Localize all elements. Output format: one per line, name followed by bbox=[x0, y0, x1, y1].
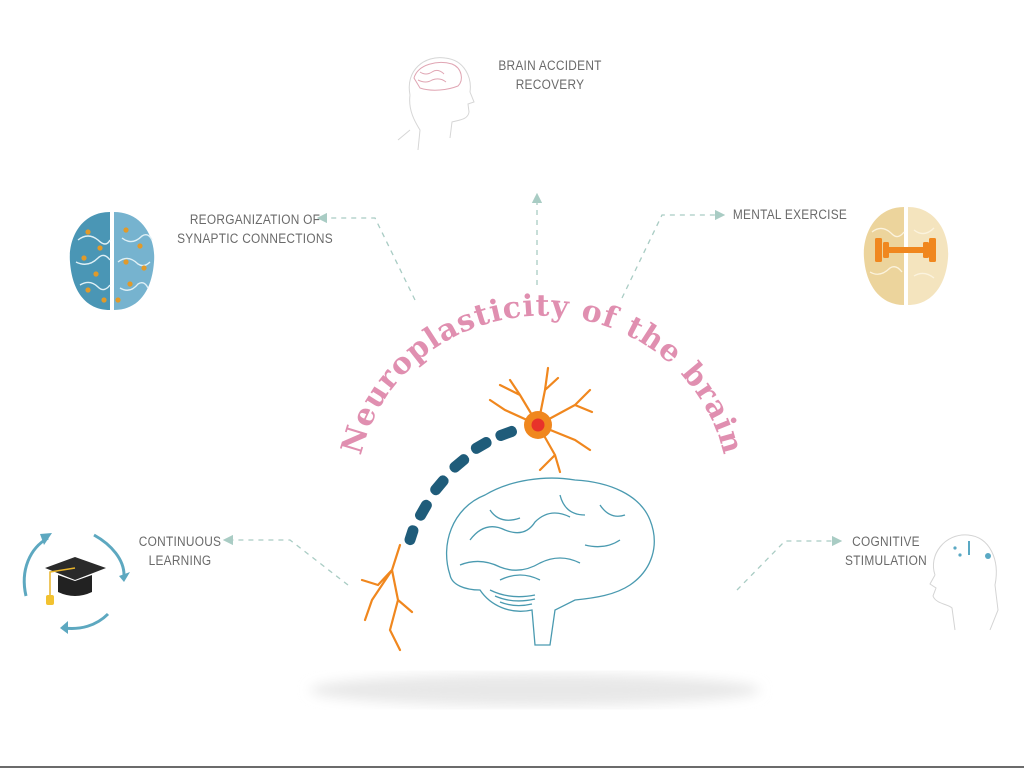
label-line: LEARNING bbox=[148, 553, 212, 568]
label-cognitive-stimulation: COGNITIVE STIMULATION bbox=[840, 532, 932, 570]
label-line: CONTINUOUS bbox=[138, 534, 222, 549]
bottom-border bbox=[0, 766, 1024, 768]
arrow-to-mental-exercise bbox=[621, 209, 726, 299]
label-line: MENTAL EXERCISE bbox=[732, 207, 848, 222]
arrow-to-reorganization bbox=[316, 212, 416, 301]
arrow-to-cognitive bbox=[736, 535, 843, 591]
label-line: REORGANIZATION OF bbox=[189, 212, 321, 227]
label-line: SYNAPTIC CONNECTIONS bbox=[177, 231, 333, 246]
label-line: RECOVERY bbox=[515, 77, 585, 92]
label-continuous-learning: CONTINUOUS LEARNING bbox=[134, 532, 226, 570]
label-mental-exercise: MENTAL EXERCISE bbox=[728, 205, 851, 224]
arrow-to-learning bbox=[222, 534, 349, 586]
label-line: COGNITIVE bbox=[852, 534, 920, 549]
label-line: BRAIN ACCIDENT bbox=[498, 58, 602, 73]
label-reorganization: REORGANIZATION OF SYNAPTIC CONNECTIONS bbox=[171, 210, 338, 248]
label-brain-accident-recovery: BRAIN ACCIDENT RECOVERY bbox=[480, 56, 621, 94]
label-line: STIMULATION bbox=[845, 553, 927, 568]
